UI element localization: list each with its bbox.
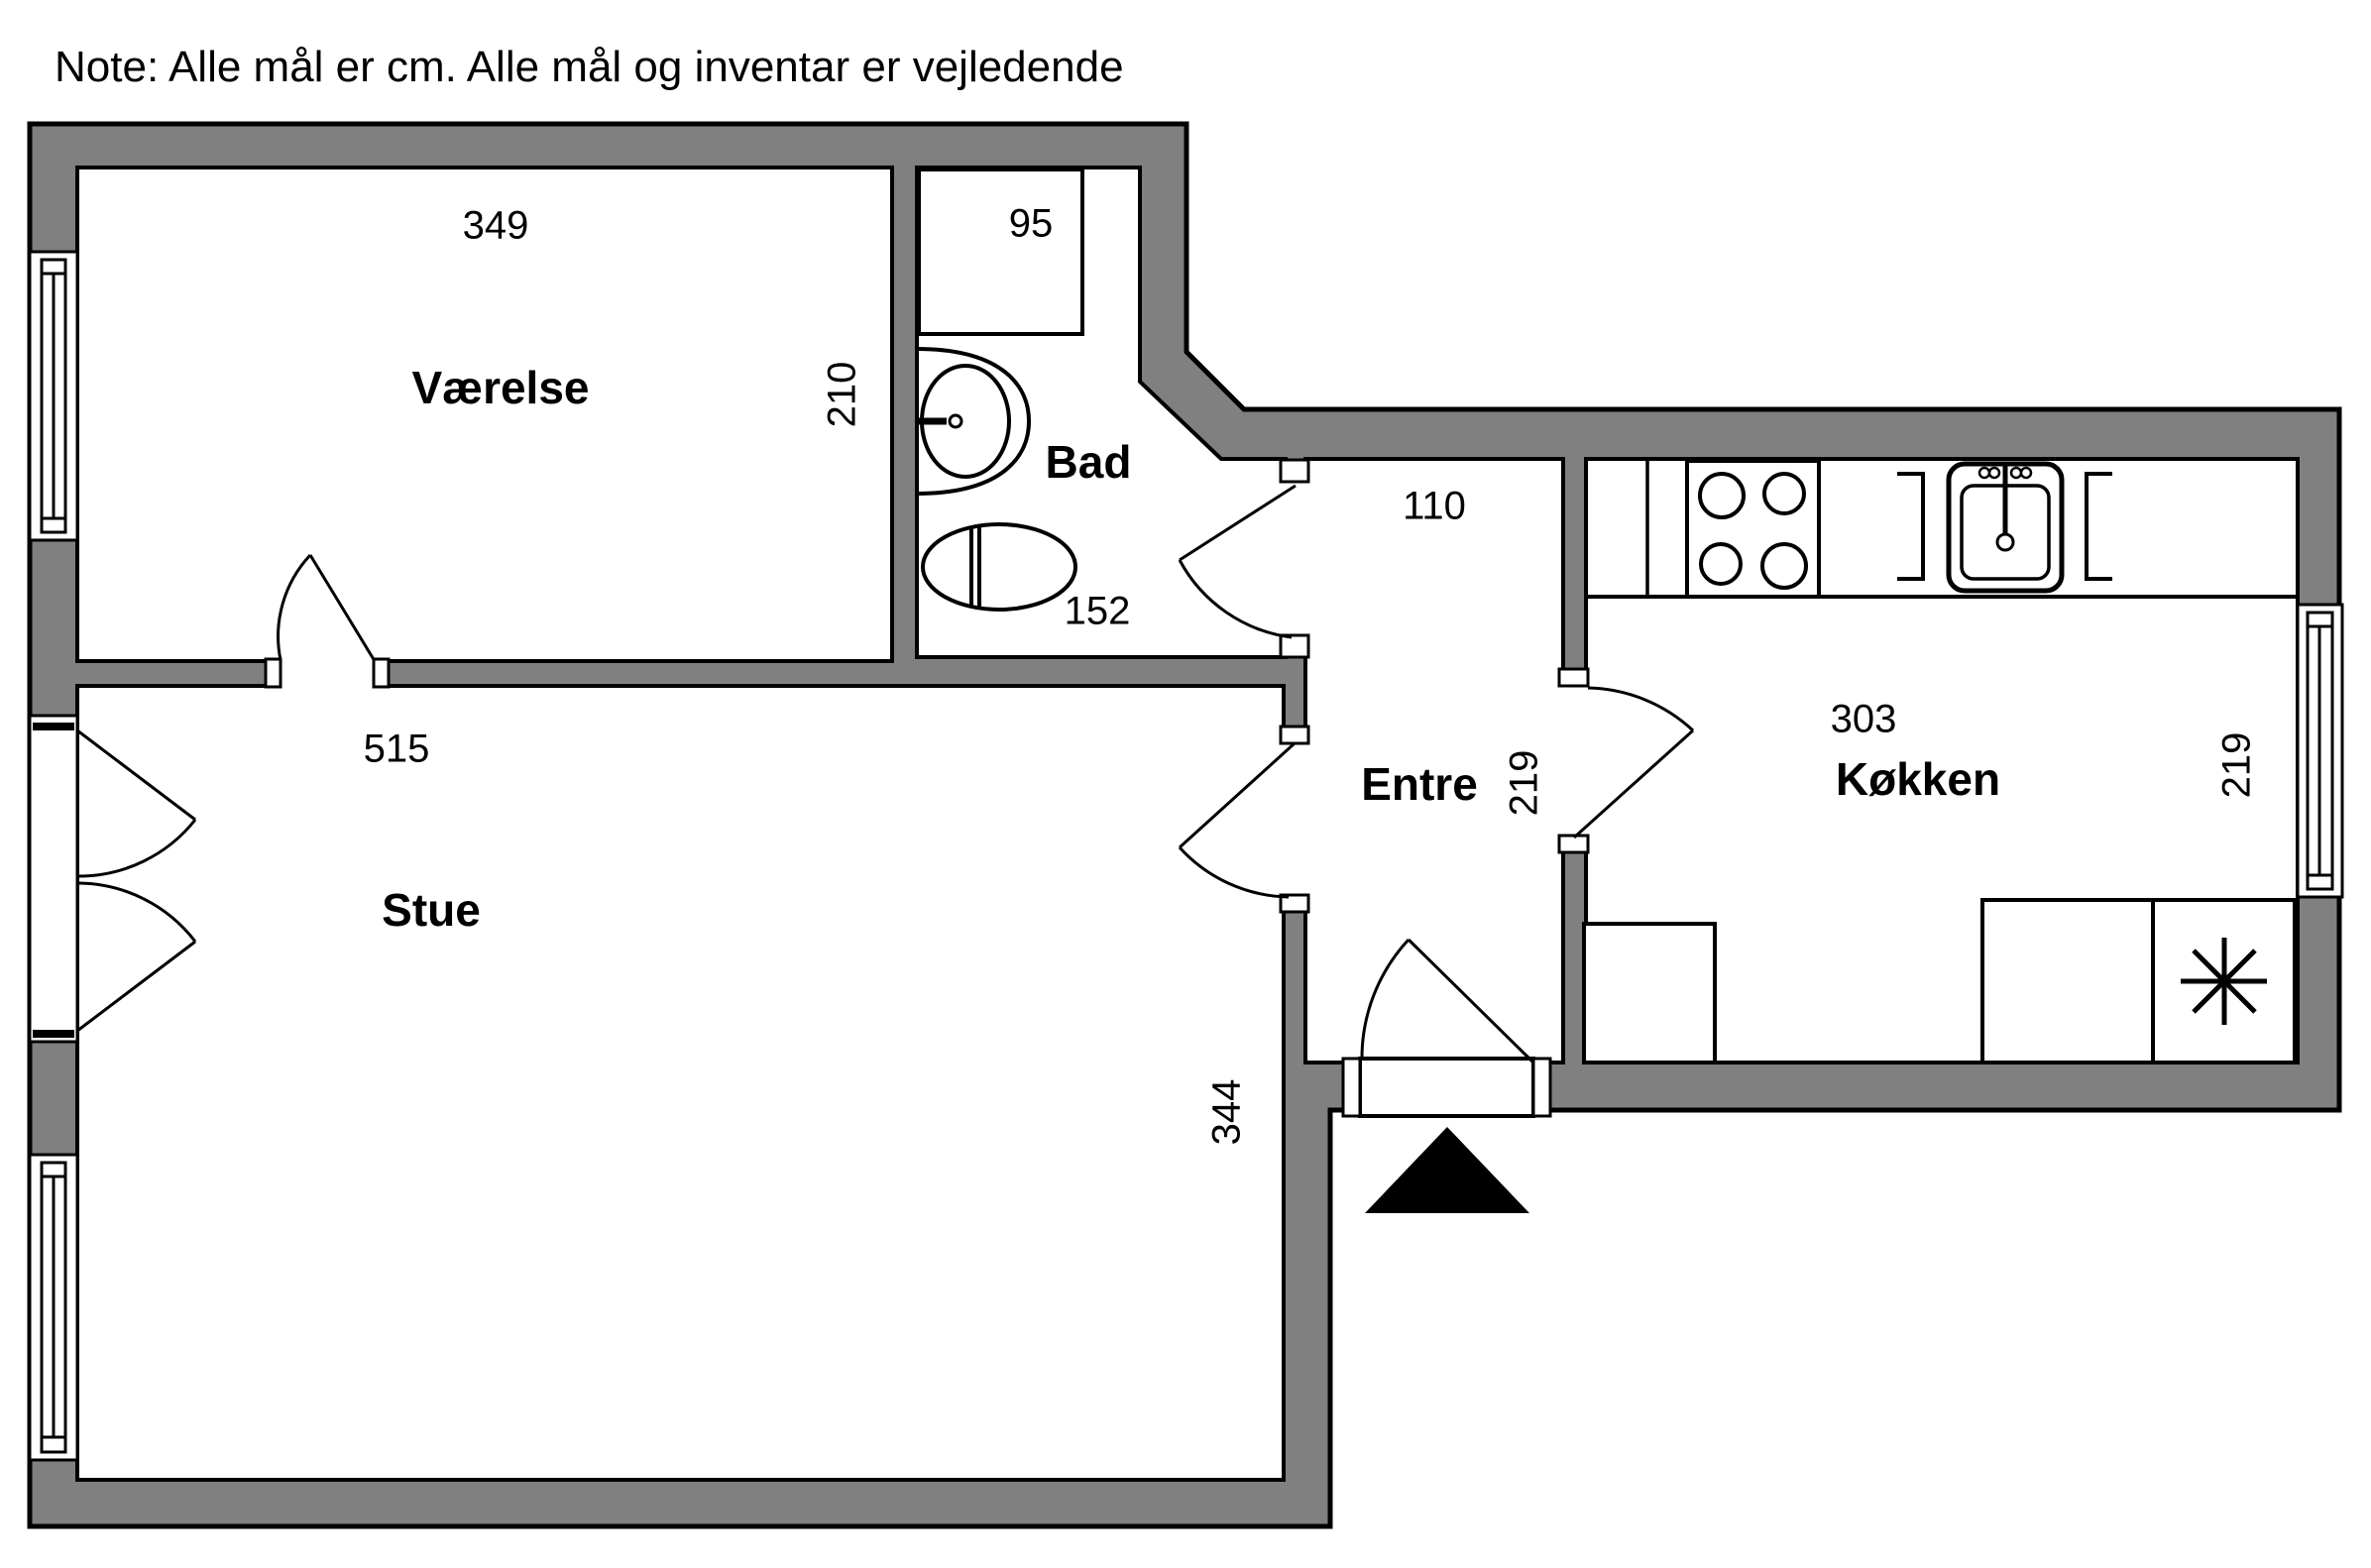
dim-entre-hall: 344 <box>1205 1079 1249 1146</box>
vaerelse-door-jamb <box>372 657 391 689</box>
dim-koekken-counter: 303 <box>1831 698 1897 741</box>
entrance-arrow-icon <box>1365 1127 1529 1213</box>
door-swing-koekken <box>1572 686 1695 840</box>
window-stue-icon <box>28 1153 79 1462</box>
room-label-vaerelse: Værelse <box>411 362 589 413</box>
entrance-door-jamb <box>1341 1057 1362 1118</box>
room-label-stue: Stue <box>382 884 481 936</box>
vaerelse-door-opening <box>281 657 374 690</box>
stove-icon <box>1685 459 1821 599</box>
stue-door-jamb <box>1279 725 1310 745</box>
french-door-icon <box>28 714 197 1044</box>
vaerelse-door-jamb <box>264 657 282 689</box>
door-swing-entrance <box>1360 938 1535 1064</box>
door-swing-stue <box>1178 741 1297 899</box>
kitchen-sink-icon <box>1897 461 2112 594</box>
koekken-door-opening <box>1560 686 1589 838</box>
toilet-icon <box>921 522 1077 612</box>
koekken-door-jamb <box>1557 667 1590 688</box>
bad-door-opening <box>1281 482 1308 637</box>
dim-entre-length: 219 <box>1503 750 1546 817</box>
dim-koekken-depth: 219 <box>2215 732 2259 799</box>
stue-door-jamb <box>1279 893 1310 914</box>
window-koekken-icon <box>2296 603 2344 899</box>
shower-icon <box>917 168 1084 336</box>
entrance-door-jamb <box>1531 1057 1552 1118</box>
entrance-door-threshold <box>1358 1057 1535 1118</box>
room-label-bad: Bad <box>1046 436 1132 488</box>
dim-bad-shower: 95 <box>1009 202 1054 246</box>
dim-stue-width: 515 <box>364 728 430 771</box>
door-swing-bad <box>1178 484 1297 639</box>
room-stue <box>75 684 1286 1482</box>
stue-door-opening <box>1281 743 1308 897</box>
note-text: Note: Alle mål er cm. Alle mål og invent… <box>55 43 1124 91</box>
appliance-asterisk-icon <box>2181 938 2267 1025</box>
dim-vaerelse-width: 349 <box>463 204 529 248</box>
kitchen-cabinet-islands <box>1582 898 2297 1064</box>
bad-door-jamb <box>1279 633 1310 659</box>
room-label-entre: Entre <box>1361 758 1478 810</box>
koekken-door-jamb <box>1557 834 1590 854</box>
bath-sink-icon <box>915 347 1032 496</box>
room-label-koekken: Køkken <box>1836 753 2000 805</box>
bad-door-jamb <box>1279 458 1310 484</box>
dim-entre-width: 110 <box>1403 485 1466 528</box>
window-vaerelse-icon <box>28 250 79 542</box>
dim-bad-toilet: 152 <box>1065 590 1131 633</box>
room-vaerelse <box>75 166 894 663</box>
door-swing-vaerelse <box>277 553 377 662</box>
dim-vaerelse-depth: 210 <box>821 362 864 428</box>
